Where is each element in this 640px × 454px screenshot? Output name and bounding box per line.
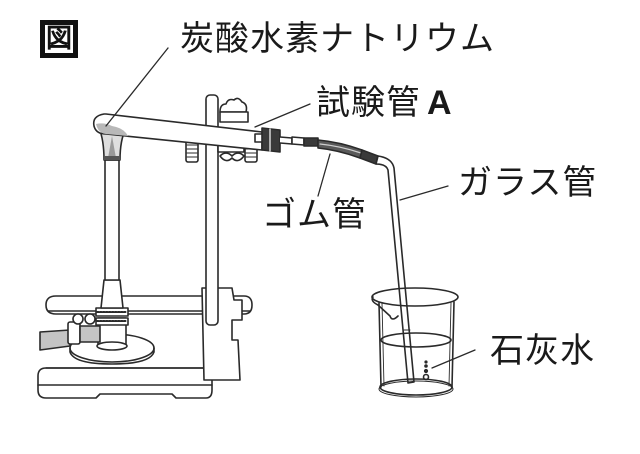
glass-tube: [375, 155, 415, 384]
label-glass-tube-text: ガラス管: [458, 163, 598, 203]
beaker: [371, 287, 459, 398]
label-sodium-bicarbonate: 炭酸水素ナトリウム: [180, 22, 495, 56]
leader-limewater: [431, 349, 476, 369]
label-limewater-text: 石灰水: [490, 331, 595, 371]
label-sodium-bicarbonate-text: 炭酸水素ナトリウム: [180, 19, 495, 59]
label-rubber-tube-text: ゴム管: [262, 195, 367, 235]
label-test-tube-text: 試験管: [316, 83, 421, 123]
leader-test-tube-a: [254, 103, 311, 128]
test-tube-a: [92, 113, 263, 151]
stand-base: [37, 367, 213, 399]
label-limewater: 石灰水: [490, 334, 595, 368]
leader-sodium-bicarbonate: [105, 47, 169, 127]
gas-burner: [39, 159, 155, 365]
leader-lines: [105, 47, 476, 369]
stand-upright: [201, 94, 243, 381]
label-glass-tube: ガラス管: [458, 166, 597, 200]
leader-glass-tube: [399, 185, 449, 201]
figure-marker: 図: [40, 20, 78, 58]
leader-rubber-tube: [317, 153, 331, 197]
label-test-tube-id: A: [427, 84, 453, 122]
label-rubber-tube: ゴム管: [262, 198, 367, 232]
rubber-tube: [291, 136, 379, 165]
